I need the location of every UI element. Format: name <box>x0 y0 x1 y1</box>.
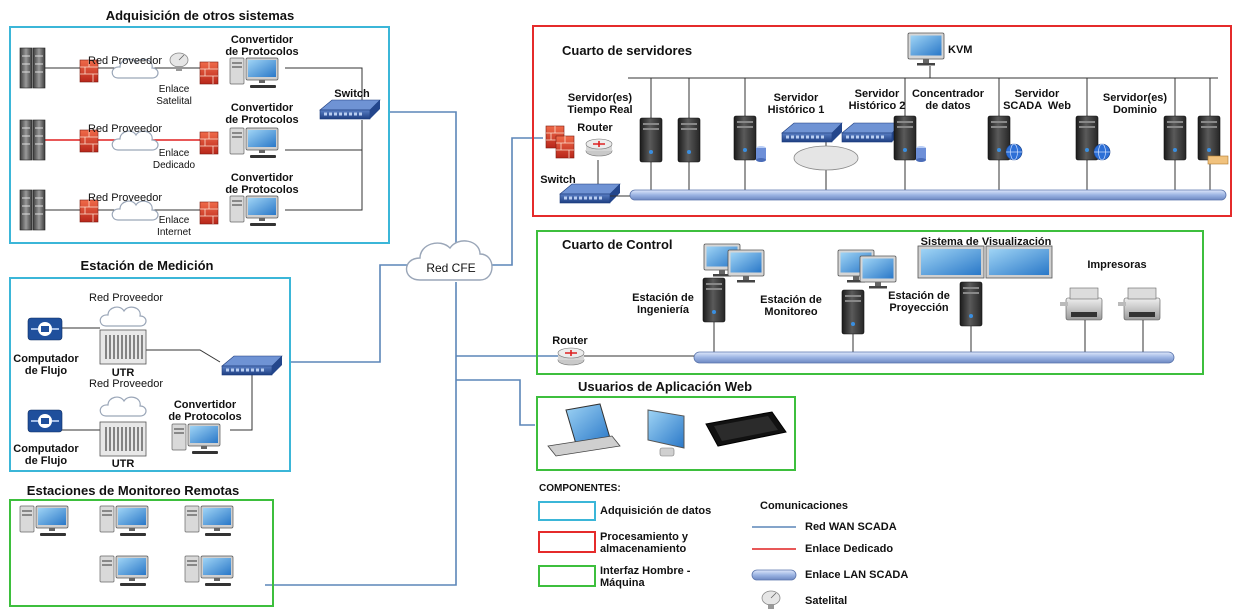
label-estacion-ingenieria: Estación de Ingeniería <box>632 292 694 316</box>
label-kvm: KVM <box>948 44 973 56</box>
label-computador-flujo: Computador de Flujo <box>13 353 79 377</box>
servidores-devices <box>545 32 1229 204</box>
label-switch: Switch <box>334 88 370 100</box>
label-enlace-internet: Enlace Internet <box>157 215 191 238</box>
legend-graphics <box>538 501 797 610</box>
title-usuarios-web: Usuarios de Aplicación Web <box>577 379 753 394</box>
frame-adquisicion <box>9 26 390 244</box>
label-estacion-proyeccion: Estación de Proyección <box>888 290 950 314</box>
frame-servidores <box>532 25 1232 217</box>
label-convertidor: Convertidor de Protocolos <box>225 172 299 196</box>
label-utr: UTR <box>111 458 135 470</box>
frame-monitoreo <box>9 499 274 607</box>
label-red-proveedor: Red Proveedor <box>89 292 163 304</box>
label-router: Router <box>552 335 588 347</box>
label-router: Router <box>577 122 613 134</box>
label-enlace-dedicado: Enlace Dedicado <box>152 148 196 171</box>
legend-procesamiento: Procesamiento y almacenamiento <box>600 531 689 555</box>
label-enlace-satelital: Enlace Satelital <box>156 84 192 107</box>
label-red-cfe: Red CFE <box>426 261 476 275</box>
label-dominio: Servidor(es) Dominio <box>1102 92 1168 116</box>
legend-comunicaciones: Comunicaciones <box>760 500 849 512</box>
label-convertidor: Convertidor de Protocolos <box>168 399 242 423</box>
label-historico-1: Servidor Histórico 1 <box>767 92 825 116</box>
label-scada-web: Servidor SCADA Web <box>1003 88 1071 112</box>
title-monitoreo-remotas: Estaciones de Monitoreo Remotas <box>26 483 240 498</box>
wan-links <box>265 111 558 586</box>
legend-wan: Red WAN SCADA <box>805 521 897 533</box>
adquisicion-devices <box>19 47 381 231</box>
label-computador-flujo: Computador de Flujo <box>13 443 79 467</box>
monitoreo-pcs <box>19 505 234 587</box>
label-sistema-visualizacion: Sistema de Visualización <box>920 236 1052 248</box>
label-utr: UTR <box>111 367 135 379</box>
legend-adquisicion: Adquisición de datos <box>600 505 712 517</box>
title-adquisicion: Adquisición de otros sistemas <box>105 8 295 23</box>
frame-control <box>536 230 1204 375</box>
legend-lan: Enlace LAN SCADA <box>805 569 909 581</box>
frame-medicion <box>9 277 291 472</box>
title-cuarto-control: Cuarto de Control <box>562 237 673 252</box>
label-convertidor: Convertidor de Protocolos <box>225 34 299 58</box>
legend-satelital: Satelital <box>805 595 848 607</box>
label-red-proveedor: Red Proveedor <box>88 55 162 67</box>
label-impresoras: Impresoras <box>1087 259 1147 271</box>
label-estacion-monitoreo: Estación de Monitoreo <box>760 294 822 318</box>
label-convertidor: Convertidor de Protocolos <box>225 102 299 126</box>
label-red-proveedor: Red Proveedor <box>88 123 162 135</box>
control-devices <box>557 243 1175 366</box>
red-cfe-cloud <box>405 240 493 281</box>
title-cuarto-servidores: Cuarto de servidores <box>562 43 693 58</box>
label-red-proveedor: Red Proveedor <box>89 378 163 390</box>
frame-web <box>536 396 796 471</box>
label-red-proveedor: Red Proveedor <box>88 192 162 204</box>
label-tiempo-real: Servidor(es) Tiempo Real <box>567 92 633 116</box>
legend-dedicado: Enlace Dedicado <box>805 543 894 555</box>
web-devices <box>547 403 787 457</box>
title-estacion-medicion: Estación de Medición <box>80 258 214 273</box>
legend-interfaz: Interfaz Hombre - Máquina <box>600 565 691 589</box>
legend-componentes: COMPONENTES: <box>539 483 621 494</box>
label-switch: Switch <box>540 174 576 186</box>
label-concentrador: Concentrador de datos <box>911 88 985 112</box>
label-historico-2: Servidor Histórico 2 <box>848 88 906 112</box>
